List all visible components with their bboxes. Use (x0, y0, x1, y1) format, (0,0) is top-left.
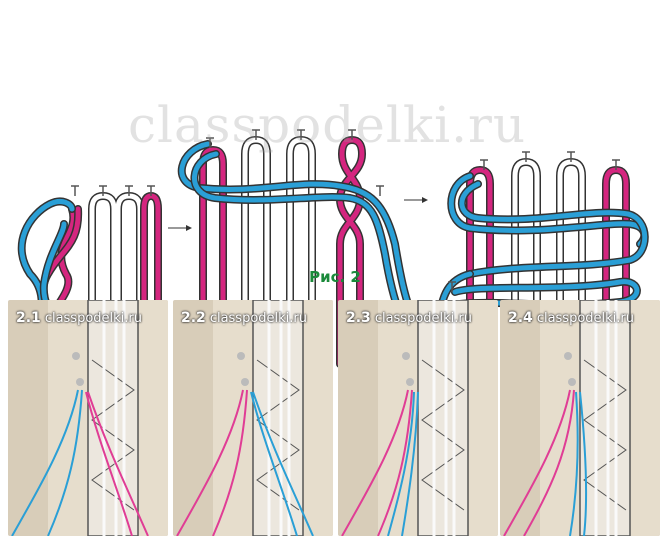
photo-1-illustration (8, 300, 168, 536)
watermark-text: classpodelki.ru (128, 96, 527, 154)
step-number: 2.1 (16, 310, 41, 326)
photo-4-illustration (500, 300, 660, 536)
step-site: classpodelki.ru (536, 311, 635, 326)
step-number: 2.2 (181, 310, 206, 326)
step-site: classpodelki.ru (44, 311, 143, 326)
step-number: 2.4 (508, 310, 533, 326)
arrow-2 (404, 197, 428, 203)
photo-2-illustration (173, 300, 333, 536)
photo-3-illustration (338, 300, 498, 536)
figure-caption: Рис. 2 (309, 268, 361, 286)
step-number: 2.3 (346, 310, 371, 326)
panel-2-strands (177, 129, 416, 368)
step-site: classpodelki.ru (374, 311, 473, 326)
arrow-1 (168, 225, 192, 231)
step-site: classpodelki.ru (209, 311, 308, 326)
